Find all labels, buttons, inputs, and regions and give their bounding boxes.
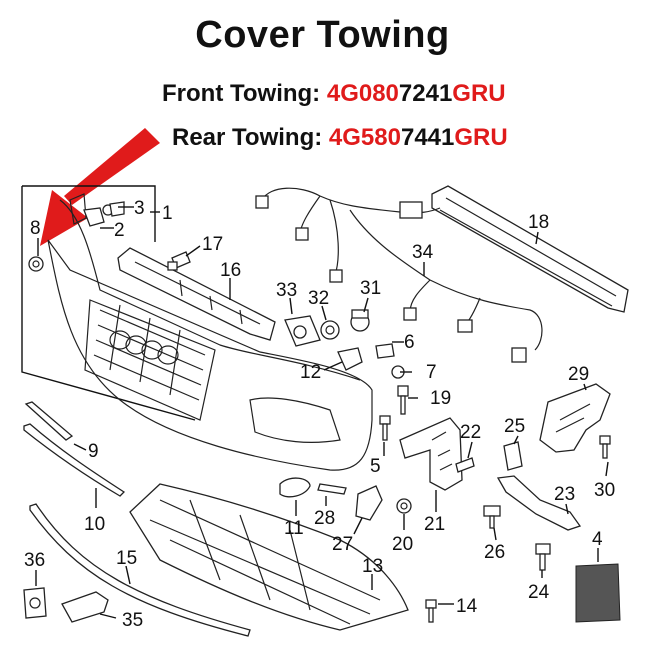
callout-24: 24 <box>528 582 550 603</box>
screw-part-22 <box>455 457 475 473</box>
nut-part-20 <box>396 498 412 514</box>
bolts-parts <box>379 385 409 441</box>
bolt-part-14 <box>425 599 437 623</box>
callout-28: 28 <box>314 508 335 529</box>
clip-part-36 <box>23 587 47 619</box>
callout-14: 14 <box>456 596 478 617</box>
callout-5: 5 <box>370 456 381 477</box>
cover-part-11 <box>279 477 311 498</box>
callout-10: 10 <box>84 514 105 535</box>
callout-1: 1 <box>162 203 173 224</box>
callout-17: 17 <box>202 234 223 255</box>
rear-code-black: 7441 <box>400 124 455 151</box>
trim-strip-part-9 <box>24 401 74 441</box>
wiring-harness-part-34 <box>255 187 543 363</box>
front-code-red-2: GRU <box>452 80 506 107</box>
callout-16: 16 <box>220 260 241 281</box>
impact-bar-part-18 <box>431 185 629 313</box>
callout-4: 4 <box>592 529 603 550</box>
bracket-part-29 <box>539 383 611 453</box>
bracket-part-2 <box>83 201 125 227</box>
front-code-red-1: 4G080 <box>326 80 399 107</box>
front-code-black: 7241 <box>398 80 453 107</box>
page-title: Cover Towing <box>195 14 450 56</box>
header: Cover Towing Front Towing: 4G0807241GRU … <box>0 0 645 170</box>
bracket-bar-part-16 <box>117 247 276 341</box>
bolt-part-30 <box>599 435 611 459</box>
callout-9: 9 <box>88 441 99 462</box>
pin-part-28 <box>317 483 347 495</box>
sensor-part-35 <box>61 591 109 623</box>
parking-sensor-parts <box>284 309 370 347</box>
trim-strip-part-10 <box>23 423 126 497</box>
callout-2: 2 <box>114 220 125 241</box>
rear-code-red-1: 4G580 <box>328 124 401 151</box>
callout-34: 34 <box>412 242 434 263</box>
rear-towing-line: Rear Towing: 4G5807441GRU <box>172 124 508 152</box>
clip-part-26 <box>483 505 501 529</box>
screw-part-17 <box>167 251 191 271</box>
callout-22: 22 <box>460 422 481 443</box>
callout-29: 29 <box>568 364 589 385</box>
rear-towing-label: Rear Towing: <box>172 124 323 151</box>
callout-13: 13 <box>362 556 383 577</box>
callout-7: 7 <box>426 362 437 383</box>
callout-26: 26 <box>484 542 505 563</box>
strip-part-23 <box>496 475 582 531</box>
callout-11: 11 <box>284 518 304 539</box>
rear-code-red-2: GRU <box>454 124 508 151</box>
bumper-frame <box>21 185 196 421</box>
leader-lines <box>35 206 609 619</box>
clip-part-25 <box>503 441 523 471</box>
callout-20: 20 <box>392 534 413 555</box>
callout-12: 12 <box>300 362 321 383</box>
front-towing-line: Front Towing: 4G0807241GRU <box>162 80 506 108</box>
callout-8: 8 <box>30 218 41 239</box>
bag-part-4 <box>575 563 621 623</box>
callout-25: 25 <box>504 416 525 437</box>
callout-35: 35 <box>122 610 143 631</box>
bumper-cover-part <box>47 193 373 471</box>
callout-23: 23 <box>554 484 575 505</box>
callout-numbers: 1 2 3 4 5 6 7 8 9 10 11 12 13 14 15 16 1… <box>24 198 615 631</box>
tow-cover-part-8 <box>28 256 44 272</box>
screw-part-24 <box>535 543 551 571</box>
callout-36: 36 <box>24 550 45 571</box>
callout-30: 30 <box>594 480 615 501</box>
small-hardware-parts <box>337 343 405 379</box>
callout-27: 27 <box>332 534 353 555</box>
callout-3: 3 <box>134 198 145 219</box>
callout-19: 19 <box>430 388 451 409</box>
callout-32: 32 <box>308 288 329 309</box>
callout-15: 15 <box>116 548 137 569</box>
callout-18: 18 <box>528 212 549 233</box>
callout-31: 31 <box>360 278 381 299</box>
front-towing-label: Front Towing: <box>162 80 321 107</box>
tow-bracket-part-21 <box>399 417 463 491</box>
undertray-part-13 <box>129 483 409 631</box>
bracket-part-27 <box>355 485 383 521</box>
trim-strip-part-15 <box>29 503 251 637</box>
callout-6: 6 <box>404 332 415 353</box>
callout-33: 33 <box>276 280 297 301</box>
callout-21: 21 <box>424 514 445 535</box>
